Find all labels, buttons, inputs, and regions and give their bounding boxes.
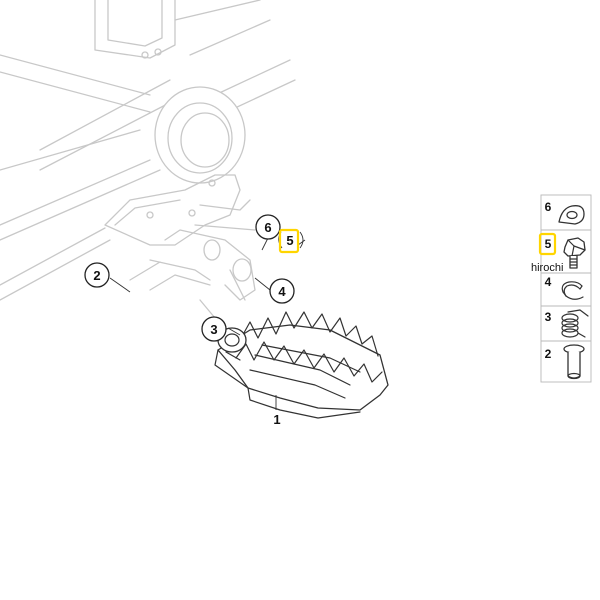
legend-row-2-label: 2 xyxy=(545,347,552,361)
callout-3-label: 3 xyxy=(210,322,217,337)
watermark-text: hirochi xyxy=(531,262,563,274)
callout-5[interactable]: 5 xyxy=(278,228,304,254)
legend-row-5[interactable]: 5 hirochi xyxy=(531,232,586,274)
legend-row-5-highlight xyxy=(538,232,557,256)
washer-plate-icon xyxy=(558,205,585,225)
parts-legend: 6 5 hirochi 4 xyxy=(531,194,592,383)
hex-bolt-icon xyxy=(563,237,586,269)
callout-1-label: 1 xyxy=(273,412,280,427)
legend-row-4-label: 4 xyxy=(545,275,552,289)
legend-row-3[interactable]: 3 xyxy=(545,309,589,338)
callout-5-label: 5 xyxy=(286,233,293,248)
callout-4[interactable]: 4 xyxy=(269,278,295,304)
pin-icon xyxy=(563,344,585,380)
callout-6-label: 6 xyxy=(264,220,271,235)
callout-5-highlight xyxy=(278,228,300,254)
torsion-spring-icon xyxy=(561,309,589,338)
callout-6[interactable]: 6 xyxy=(255,214,281,240)
legend-row-3-label: 3 xyxy=(545,310,552,324)
footpeg-drawing xyxy=(214,311,389,419)
frame-drawing xyxy=(0,0,296,319)
legend-row-5-label: 5 xyxy=(545,237,552,251)
legend-row-4[interactable]: 4 xyxy=(545,275,584,300)
circlip-icon xyxy=(561,281,584,300)
legend-row-6-label: 6 xyxy=(545,200,552,214)
callout-2[interactable]: 2 xyxy=(84,262,110,288)
callout-1[interactable]: 1 xyxy=(273,412,280,427)
callout-3[interactable]: 3 xyxy=(201,316,227,342)
legend-row-2[interactable]: 2 xyxy=(545,344,585,380)
callout-2-label: 2 xyxy=(93,268,100,283)
leader-lines xyxy=(109,237,306,410)
callout-4-label: 4 xyxy=(278,284,286,299)
legend-row-6[interactable]: 6 xyxy=(545,200,585,225)
